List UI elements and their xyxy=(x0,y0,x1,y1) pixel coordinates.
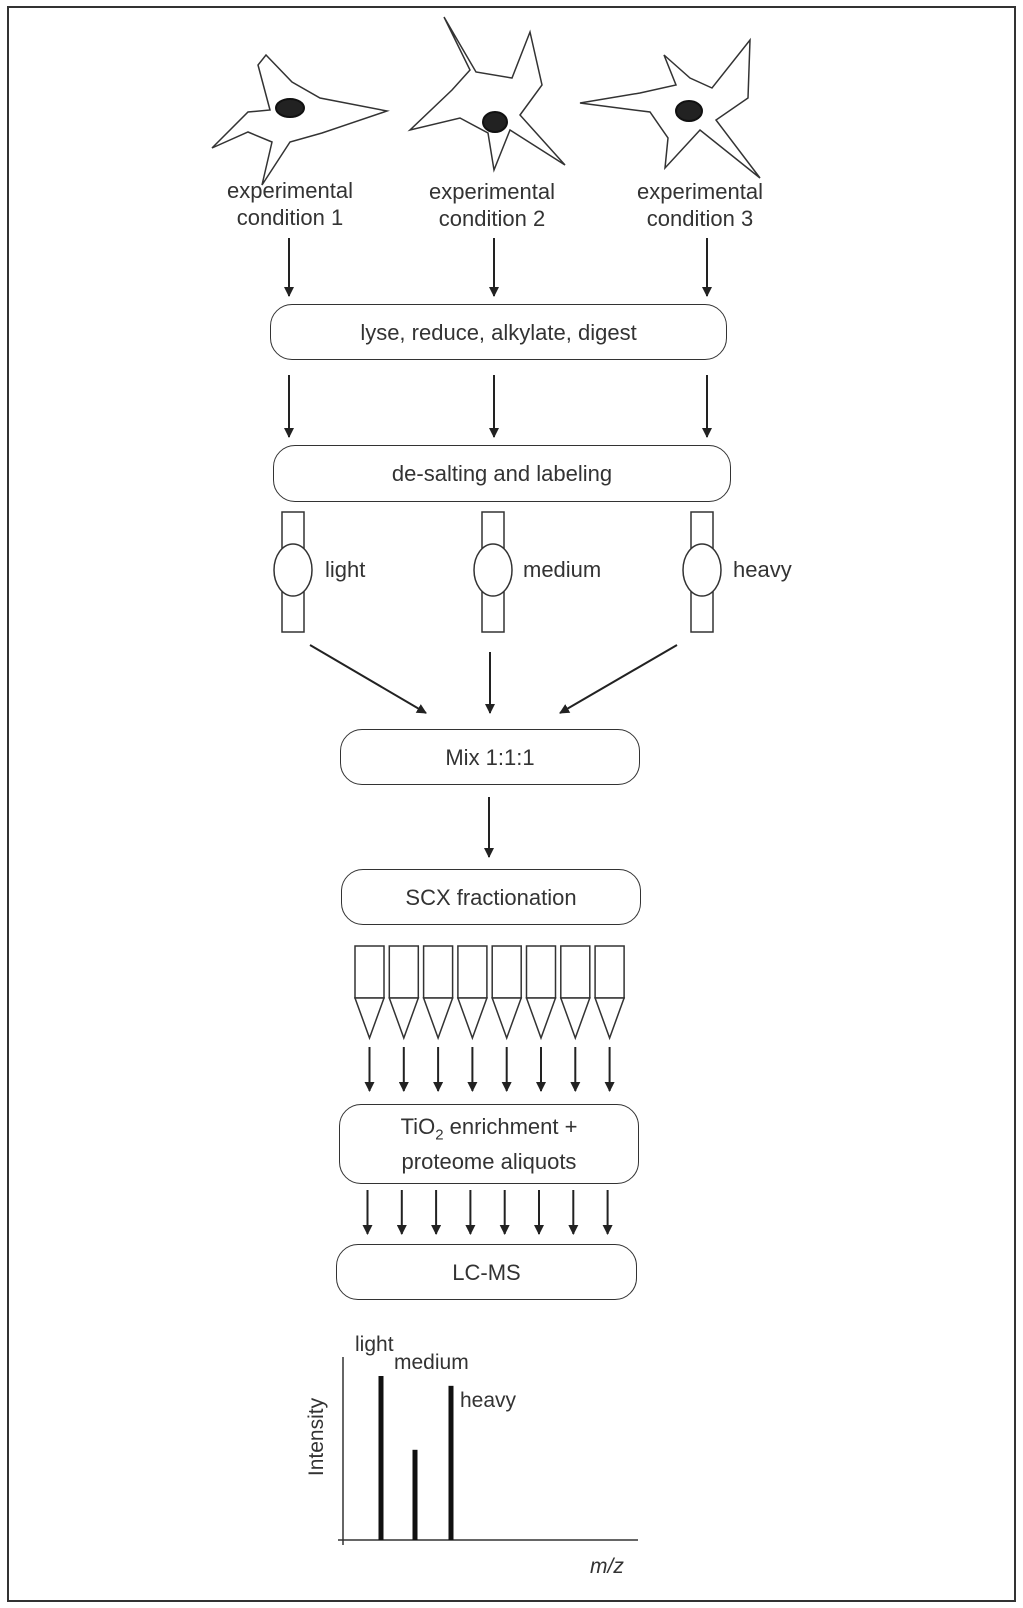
column-medium xyxy=(473,511,513,633)
column-light xyxy=(273,511,313,633)
peak-heavy xyxy=(448,1385,454,1540)
fraction-tube-tip xyxy=(422,997,454,1041)
fraction-tube-body xyxy=(594,945,625,999)
cell-icon-1 xyxy=(211,53,390,186)
lyse-step-box: lyse, reduce, alkylate, digest xyxy=(270,304,727,360)
mix-step-box: Mix 1:1:1 xyxy=(340,729,640,785)
fraction-tube-tip xyxy=(525,997,557,1041)
tio2-step-box: TiO2 enrichment + proteome aliquots xyxy=(339,1104,639,1184)
heavy-label: heavy xyxy=(733,557,792,582)
fraction-tube-tip xyxy=(594,997,626,1041)
peak-light xyxy=(378,1376,384,1540)
peak-light-label: light xyxy=(355,1333,394,1356)
cell-icon-3 xyxy=(579,37,761,179)
desalt-step-box: de-salting and labeling xyxy=(273,445,731,502)
arrows-to-mix xyxy=(309,644,678,714)
spectrum-peaks xyxy=(378,1376,454,1540)
fraction-tube-tip xyxy=(388,997,420,1041)
spectrum-xlabel: m/z xyxy=(590,1555,624,1578)
fraction-tube-tip xyxy=(491,997,523,1041)
lcms-step-box: LC-MS xyxy=(336,1244,637,1300)
figure-frame xyxy=(7,6,1016,1602)
cell-icon-2 xyxy=(407,16,566,173)
arrows-to-tio2 xyxy=(364,1047,615,1092)
fraction-tube-body xyxy=(422,945,454,999)
spectrum-ylabel: Intensity xyxy=(305,1397,328,1477)
tio2-step-label: TiO2 enrichment + proteome aliquots xyxy=(400,1113,578,1175)
fraction-tube-body xyxy=(491,945,522,999)
desalt-step-label: de-salting and labeling xyxy=(391,461,613,486)
mix-step-label: Mix 1:1:1 xyxy=(445,744,535,770)
fraction-tube-tip xyxy=(559,997,591,1041)
medium-label: medium xyxy=(523,557,602,582)
scx-step-label: SCX fractionation xyxy=(405,884,577,910)
fraction-tube-tip xyxy=(353,997,386,1041)
lyse-step-label: lyse, reduce, alkylate, digest xyxy=(360,319,637,345)
column-heavy xyxy=(682,511,722,633)
peak-medium xyxy=(412,1449,418,1540)
fraction-tube-body xyxy=(354,945,385,999)
fraction-tubes xyxy=(353,945,626,1041)
peak-medium-label: medium xyxy=(394,1351,469,1374)
fraction-tube-body xyxy=(525,945,557,999)
fraction-tube-body xyxy=(560,945,591,999)
arrows-to-lcms xyxy=(362,1190,613,1235)
arrows-to-desalt xyxy=(284,375,712,438)
light-label: light xyxy=(325,557,366,582)
arrows-to-lyse xyxy=(284,238,712,297)
fraction-tube-body xyxy=(457,945,488,999)
fraction-tube-body xyxy=(388,945,420,999)
spectrum-axes xyxy=(338,1357,638,1545)
fraction-tube-tip xyxy=(456,997,488,1041)
peak-heavy-label: heavy xyxy=(460,1389,517,1412)
scx-step-box: SCX fractionation xyxy=(341,869,641,925)
lcms-step-label: LC-MS xyxy=(452,1259,521,1285)
